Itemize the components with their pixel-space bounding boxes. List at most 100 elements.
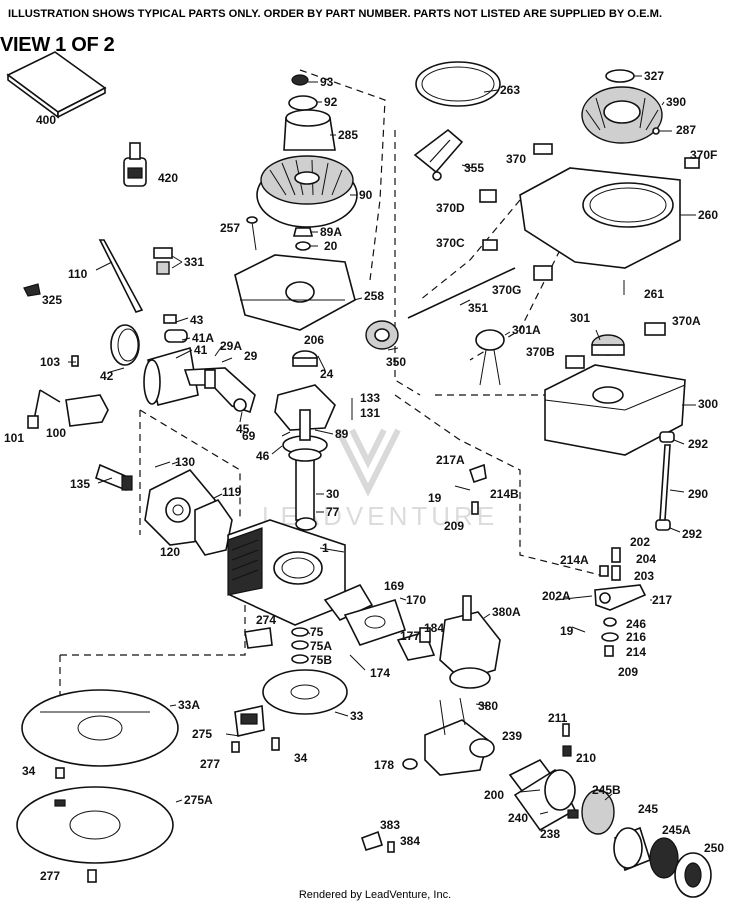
screen-245b[interactable]: [581, 789, 615, 835]
screw-257[interactable]: [246, 216, 258, 251]
throttle-lever-217[interactable]: [594, 584, 647, 611]
clip-331[interactable]: [153, 247, 173, 275]
label-210: 210: [576, 751, 596, 765]
springs-203-204[interactable]: [599, 547, 621, 581]
mount-plate-275a[interactable]: [16, 786, 174, 864]
label-260: 260: [698, 208, 718, 222]
label-211: 211: [548, 711, 568, 725]
label-90: 90: [359, 188, 373, 202]
carburetor-380[interactable]: [424, 697, 489, 776]
piston-rings[interactable]: [110, 324, 140, 366]
crankshaft[interactable]: [282, 409, 328, 521]
washer-92[interactable]: [288, 95, 318, 111]
recoil-starter[interactable]: [581, 86, 663, 144]
piston-pin[interactable]: [163, 314, 188, 343]
mount-plate-33a[interactable]: [21, 689, 179, 767]
owners-manual[interactable]: [6, 51, 107, 119]
governor-350[interactable]: [365, 320, 399, 350]
label-89: 89: [335, 427, 349, 441]
label-246: 246: [626, 617, 646, 631]
label-1: 1: [322, 541, 329, 555]
label-277a: 277: [200, 757, 220, 771]
spark-plug[interactable]: [95, 463, 133, 492]
label-33A: 33A: [178, 698, 200, 712]
label-355: 355: [464, 161, 484, 175]
screw-287[interactable]: [652, 127, 672, 135]
label-33: 33: [350, 709, 364, 723]
label-41: 41: [194, 343, 208, 357]
starter-cup[interactable]: [283, 109, 336, 151]
screen-245a[interactable]: [649, 837, 679, 879]
label-170: 170: [406, 593, 426, 607]
label-258: 258: [364, 289, 384, 303]
handle-355[interactable]: [413, 128, 464, 181]
filter-245[interactable]: [613, 826, 651, 872]
oil-bottle[interactable]: [123, 142, 147, 187]
screws-210-211[interactable]: [562, 723, 572, 757]
label-370: 370: [506, 152, 526, 166]
cylinder-block[interactable]: [227, 519, 346, 626]
flywheel[interactable]: [256, 155, 358, 228]
seal-24[interactable]: [292, 350, 318, 367]
screw-130[interactable]: [154, 461, 171, 468]
label-69: 69: [242, 429, 256, 443]
gasket-69[interactable]: [274, 384, 336, 431]
connecting-rod[interactable]: [183, 367, 256, 414]
decals-370[interactable]: [479, 143, 700, 369]
label-20: 20: [324, 239, 338, 253]
ground-clip[interactable]: [23, 283, 41, 297]
cover-250[interactable]: [674, 852, 712, 898]
label-400: 400: [36, 113, 56, 127]
label-370B: 370B: [526, 345, 555, 359]
gasket-169[interactable]: [323, 583, 374, 622]
insulator-170[interactable]: [343, 599, 407, 646]
nut-178[interactable]: [402, 758, 418, 770]
label-238: 238: [540, 827, 560, 841]
label-184: 184: [424, 621, 444, 635]
rod-351[interactable]: [407, 267, 516, 319]
fuel-line-290[interactable]: [659, 444, 671, 521]
screw-174[interactable]: [349, 654, 366, 671]
label-300: 300: [698, 397, 718, 411]
flywheel-key[interactable]: [292, 227, 314, 251]
bearing-77[interactable]: [295, 517, 317, 531]
gasket-177-184[interactable]: [396, 627, 436, 661]
label-245B: 245B: [592, 783, 621, 797]
fuel-tank[interactable]: [544, 364, 686, 456]
fuel-cap-301a[interactable]: [475, 329, 505, 386]
shroud-plate-33[interactable]: [262, 669, 348, 715]
label-263: 263: [500, 83, 520, 97]
decal-327[interactable]: [605, 69, 635, 83]
label-285: 285: [338, 128, 358, 142]
washers-75[interactable]: [291, 627, 309, 664]
bracket-258[interactable]: [234, 254, 356, 331]
footer-credit: Rendered by LeadVenture, Inc.: [298, 889, 452, 901]
bracket-275[interactable]: [234, 705, 265, 737]
gasket-274[interactable]: [244, 627, 273, 649]
ignition-module[interactable]: [27, 355, 109, 429]
lever-217a[interactable]: [454, 463, 487, 515]
clamps-292[interactable]: [655, 431, 675, 531]
label-274: 274: [256, 613, 276, 627]
label-77: 77: [326, 505, 340, 519]
gasket-239[interactable]: [469, 738, 495, 758]
blower-housing[interactable]: [519, 167, 681, 269]
choke-link-wire[interactable]: [98, 239, 144, 313]
carburetor-380a[interactable]: [439, 595, 501, 689]
label-275A: 275A: [184, 793, 213, 807]
bracket-parts-214-216[interactable]: [571, 617, 619, 657]
piston[interactable]: [143, 346, 199, 406]
label-217: 217: [652, 593, 672, 607]
label-275: 275: [192, 727, 212, 741]
clip-383[interactable]: [360, 830, 395, 853]
label-93: 93: [320, 75, 334, 89]
recoil-rope-263[interactable]: [415, 61, 501, 107]
label-174: 174: [370, 666, 390, 680]
label-380: 380: [478, 699, 498, 713]
label-203: 203: [634, 569, 654, 583]
gasket-119[interactable]: [194, 499, 233, 556]
fuel-cap-301[interactable]: [591, 334, 625, 356]
screw-238[interactable]: [567, 809, 579, 819]
bolts-34-277[interactable]: [55, 737, 280, 883]
nut-93[interactable]: [291, 74, 309, 86]
